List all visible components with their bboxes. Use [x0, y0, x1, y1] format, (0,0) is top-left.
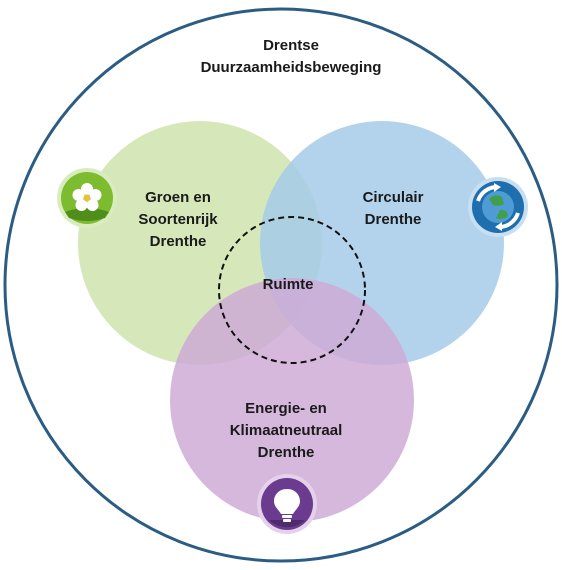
lightbulb-icon	[257, 474, 317, 534]
outer-title: Drentse Duurzaamheidsbeweging	[200, 37, 382, 76]
flower-icon	[57, 168, 117, 228]
blue-circle-label: Circulair Drenthe	[362, 189, 424, 228]
recycle-globe-icon	[468, 177, 528, 237]
center-label: Ruimte	[262, 276, 314, 293]
purple-circle-label: Energie- en Klimaatneutraal Drenthe	[229, 400, 343, 461]
green-circle-label: Groen en Soortenrijk Drenthe	[138, 189, 218, 250]
center-dashed-circle	[218, 216, 366, 364]
purple-circle	[170, 278, 414, 522]
